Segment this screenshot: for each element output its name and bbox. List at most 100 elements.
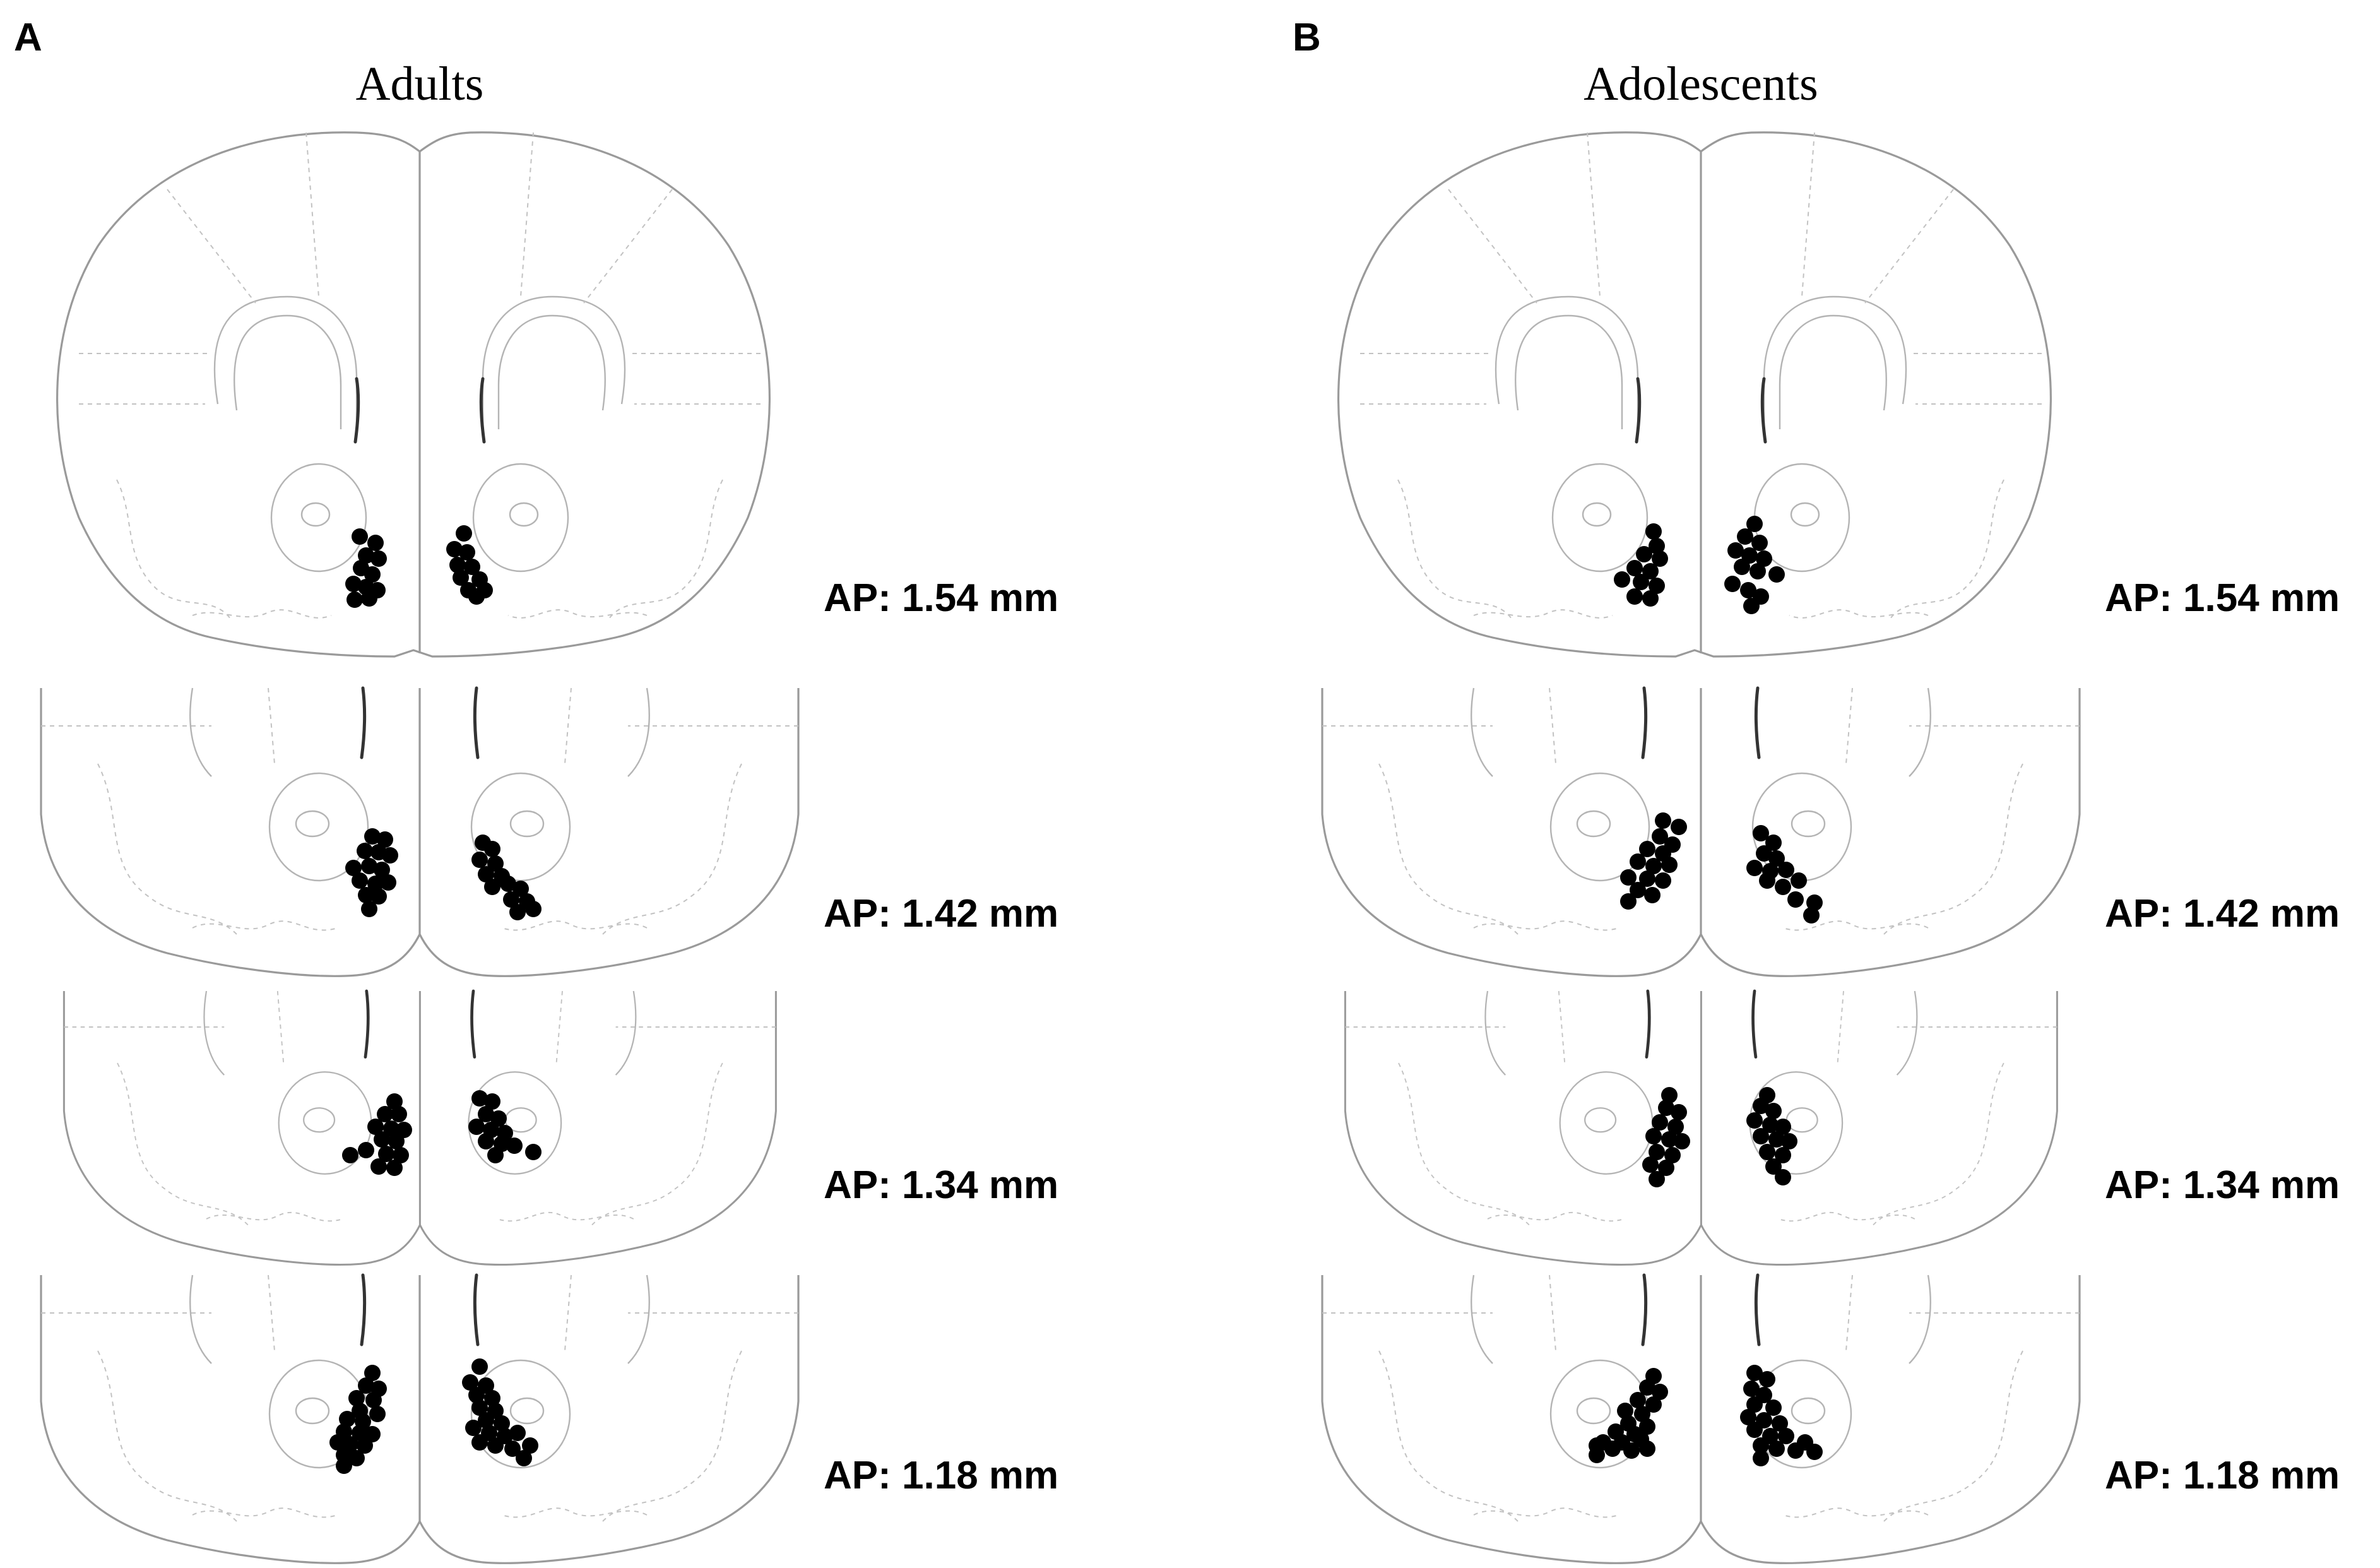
coronal-section-a1 bbox=[57, 133, 770, 656]
panel-title-adults: Adults bbox=[356, 57, 484, 110]
ap-label-a1: AP: 1.54 mm bbox=[824, 576, 1058, 620]
placement-marker bbox=[352, 1425, 368, 1441]
placement-marker bbox=[1746, 1422, 1763, 1438]
ap-label-b3: AP: 1.34 mm bbox=[2105, 1163, 2340, 1207]
placement-marker bbox=[509, 1425, 526, 1441]
placement-marker bbox=[380, 874, 396, 891]
placement-marker bbox=[370, 1158, 387, 1175]
ap-label-b2: AP: 1.42 mm bbox=[2105, 892, 2340, 935]
placement-marker bbox=[1639, 841, 1655, 857]
placement-marker bbox=[1661, 1131, 1678, 1148]
placement-marker bbox=[1652, 828, 1668, 845]
placement-marker bbox=[1753, 1450, 1769, 1466]
placement-marker bbox=[365, 1392, 382, 1408]
placement-marker bbox=[1626, 588, 1643, 605]
coronal-section-b4 bbox=[1322, 1275, 2080, 1563]
placement-marker bbox=[1724, 576, 1741, 592]
placement-marker bbox=[374, 862, 390, 878]
placement-marker bbox=[1765, 1103, 1782, 1119]
placement-marker bbox=[370, 888, 387, 905]
ap-label-a3: AP: 1.34 mm bbox=[824, 1163, 1058, 1207]
placement-marker bbox=[1756, 550, 1772, 567]
placement-marker bbox=[1655, 872, 1671, 889]
placement-marker bbox=[1658, 1160, 1674, 1176]
placement-marker bbox=[503, 891, 519, 908]
placement-marker bbox=[358, 547, 374, 564]
placement-marker bbox=[1759, 872, 1775, 889]
placement-marker bbox=[484, 879, 500, 895]
placement-marker bbox=[1633, 574, 1649, 590]
placement-marker bbox=[1626, 560, 1643, 576]
placement-marker bbox=[1803, 907, 1820, 924]
placement-marker bbox=[1642, 590, 1659, 607]
placement-marker bbox=[1746, 1396, 1763, 1413]
placement-marker bbox=[1768, 566, 1785, 583]
placement-marker bbox=[471, 1434, 488, 1451]
placement-marker bbox=[1649, 538, 1665, 554]
panel-letter-b: B bbox=[1293, 16, 1321, 59]
placement-markers-b4 bbox=[1589, 1365, 1823, 1466]
placement-marker bbox=[1661, 1087, 1678, 1103]
placement-marker bbox=[1746, 860, 1763, 876]
placement-marker bbox=[478, 866, 494, 882]
ap-label-b4: AP: 1.18 mm bbox=[2105, 1454, 2340, 1497]
placement-marker bbox=[358, 1142, 374, 1158]
placement-marker bbox=[374, 1131, 390, 1148]
coronal-section-a2 bbox=[41, 688, 798, 976]
placement-marker bbox=[1645, 523, 1662, 540]
placement-marker bbox=[1630, 853, 1646, 870]
placement-marker bbox=[342, 1147, 358, 1163]
placement-marker bbox=[1753, 1437, 1769, 1454]
placement-marker bbox=[1655, 812, 1671, 829]
placement-marker bbox=[1768, 850, 1785, 867]
placement-marker bbox=[1642, 1156, 1659, 1173]
placement-marker bbox=[1787, 891, 1804, 908]
placement-marker bbox=[1806, 894, 1823, 911]
placement-marker bbox=[1636, 546, 1652, 562]
placement-marker bbox=[1620, 869, 1637, 886]
placement-marker bbox=[509, 904, 526, 920]
placement-marker bbox=[446, 541, 463, 557]
placement-marker bbox=[1642, 563, 1659, 579]
placement-marker bbox=[1658, 1100, 1674, 1116]
placement-markers-b2 bbox=[1620, 812, 1823, 924]
placement-marker bbox=[1743, 1381, 1760, 1397]
placement-marker bbox=[484, 1390, 500, 1406]
placement-marker bbox=[358, 1377, 374, 1394]
placement-marker bbox=[512, 881, 529, 897]
placement-marker bbox=[1806, 1444, 1823, 1460]
placement-marker bbox=[1727, 542, 1744, 559]
placement-marker bbox=[504, 1440, 521, 1457]
placement-marker bbox=[484, 1093, 500, 1110]
placement-marker bbox=[500, 876, 516, 892]
placement-marker bbox=[1617, 1403, 1633, 1419]
placement-marker bbox=[383, 1120, 400, 1137]
placement-marker bbox=[1645, 858, 1662, 874]
placement-markers-b3 bbox=[1642, 1087, 1797, 1187]
placement-markers-b1 bbox=[1614, 516, 1785, 614]
placement-marker bbox=[506, 1137, 523, 1154]
placement-marker bbox=[1661, 857, 1678, 873]
placement-marker bbox=[361, 590, 377, 607]
placement-marker bbox=[364, 1365, 381, 1381]
placement-marker bbox=[1753, 1128, 1769, 1144]
placement-marker bbox=[1778, 1428, 1794, 1444]
placement-marker bbox=[1746, 516, 1763, 532]
placement-marker bbox=[1753, 825, 1769, 841]
placement-marker bbox=[352, 872, 368, 889]
placement-marker bbox=[364, 566, 381, 583]
placement-marker bbox=[1620, 893, 1637, 910]
placement-marker bbox=[1765, 1399, 1782, 1416]
placement-marker bbox=[1652, 550, 1668, 567]
placement-markers-a4 bbox=[329, 1358, 538, 1474]
panel-letter-a: A bbox=[14, 16, 42, 59]
placement-marker bbox=[370, 550, 387, 567]
placement-marker bbox=[382, 847, 398, 864]
placement-marker bbox=[1639, 1379, 1655, 1396]
placement-marker bbox=[449, 557, 466, 573]
placement-marker bbox=[1664, 1147, 1681, 1163]
placement-marker bbox=[494, 1415, 510, 1432]
ap-label-a2: AP: 1.42 mm bbox=[824, 892, 1058, 935]
placement-marker bbox=[468, 588, 485, 605]
